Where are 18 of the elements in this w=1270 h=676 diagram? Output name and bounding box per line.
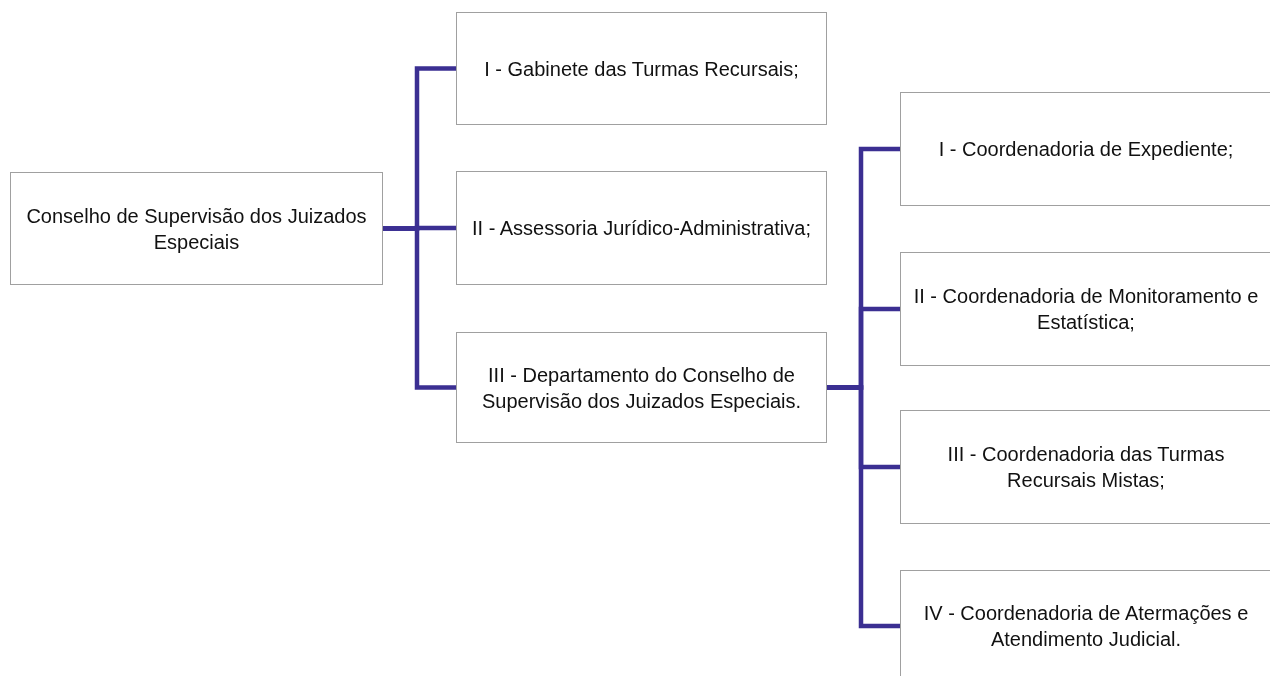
box-label: Conselho de Supervisão dos Juizados Especiais <box>25 203 368 255</box>
box-label: I - Coordenadoria de Expediente; <box>938 137 1234 162</box>
box-label: II - Assessoria Jurídico-Administrativa; <box>472 216 811 241</box>
org-box <box>456 332 827 443</box>
org-box <box>900 252 1270 366</box>
connector-line <box>383 226 456 390</box>
org-box <box>900 570 1270 676</box>
box-label: II - Coordenadoria de Monitoramento e Estatística; <box>912 284 1260 335</box>
box-label: III - Coordenadoria das Turmas Recursais Mistas; <box>946 442 1226 493</box>
org-box <box>10 172 383 285</box>
org-box <box>456 171 827 285</box>
box-label: I - Gabinete das Turmas Recursais; <box>484 56 799 82</box>
org-box <box>900 92 1270 206</box>
box-label: III - Departamento do Conselho de Supervisão dos Juizados Especiais. <box>480 362 803 414</box>
org-box <box>456 12 827 125</box>
box-label: IV - Coordenadoria de Atermações e Atendimento Judicial. <box>922 601 1250 652</box>
connector-line <box>827 385 900 629</box>
org-box <box>900 410 1270 524</box>
